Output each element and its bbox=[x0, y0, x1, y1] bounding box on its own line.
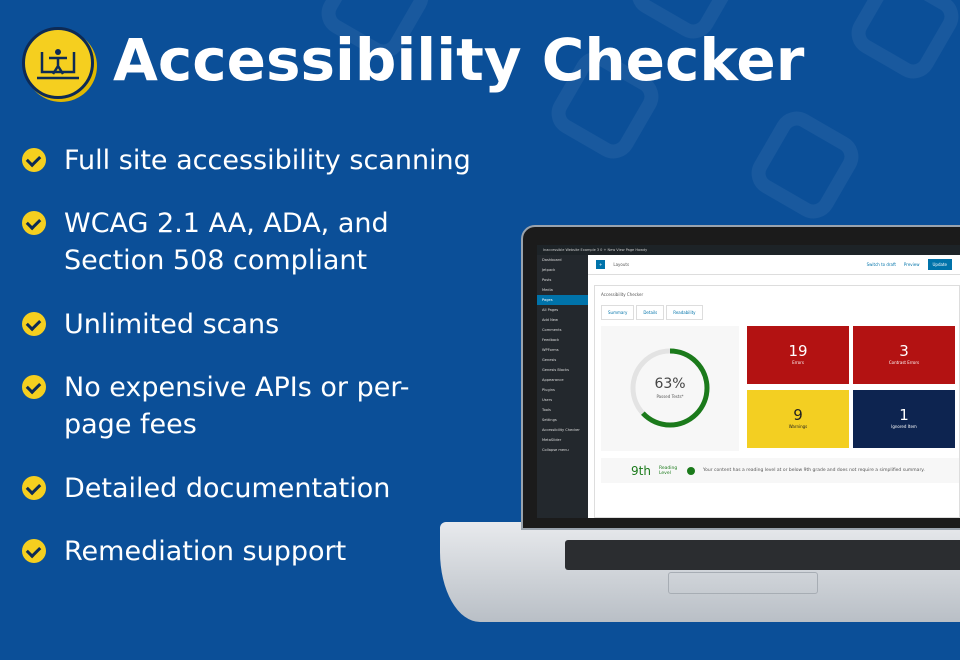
check-icon bbox=[22, 539, 46, 563]
admin-bar: Inaccessible Website Example 3 0 + New V… bbox=[537, 245, 960, 255]
sidebar-item[interactable]: Jetpack bbox=[542, 268, 556, 272]
laptop-keyboard bbox=[565, 540, 960, 570]
sidebar-item[interactable]: Genesis Blocks bbox=[542, 368, 569, 372]
sidebar-item[interactable]: Genesis bbox=[542, 358, 557, 362]
sidebar-item[interactable]: Tools bbox=[542, 408, 551, 412]
add-block-button[interactable]: + bbox=[596, 260, 606, 269]
update-button[interactable]: Update bbox=[927, 259, 952, 270]
sidebar-item[interactable]: Accessibility Checker bbox=[542, 428, 580, 432]
sidebar-item[interactable]: Media bbox=[542, 288, 553, 292]
check-icon bbox=[22, 312, 46, 336]
reading-level-bar: 9th Reading Level Your content has a rea… bbox=[601, 458, 959, 483]
tab-details[interactable]: Details bbox=[636, 305, 665, 320]
sidebar-item[interactable]: Comments bbox=[542, 328, 562, 332]
check-circle-icon bbox=[686, 466, 695, 475]
layouts-button[interactable]: Layouts bbox=[613, 262, 630, 267]
hex-decoration bbox=[843, 0, 960, 87]
sidebar-item[interactable]: Users bbox=[542, 398, 553, 402]
accessibility-logo-icon bbox=[22, 27, 94, 99]
sidebar-item[interactable]: Posts bbox=[542, 278, 552, 282]
laptop-trackpad bbox=[668, 572, 818, 594]
laptop-screen: Inaccessible Website Example 3 0 + New V… bbox=[537, 245, 960, 518]
editor-toolbar: + Layouts Switch to draft Preview Update bbox=[588, 255, 960, 275]
passed-percent: 63% bbox=[654, 376, 686, 392]
sidebar-item[interactable]: Pages bbox=[537, 295, 588, 305]
reading-grade: 9th bbox=[631, 463, 651, 478]
sidebar-item[interactable]: Settings bbox=[542, 418, 557, 422]
feature-item: Unlimited scans bbox=[22, 306, 279, 343]
reading-label: Reading Level bbox=[658, 465, 678, 476]
panel-title: Accessibility Checker bbox=[601, 292, 644, 297]
sidebar-item[interactable]: Feedback bbox=[542, 338, 560, 342]
sidebar-item[interactable]: MetaSlider bbox=[542, 438, 562, 442]
tab-readability[interactable]: Readability bbox=[666, 305, 703, 320]
page-title: Accessibility Checker bbox=[113, 26, 805, 94]
feature-item: Remediation support bbox=[22, 533, 346, 570]
switch-draft-link[interactable]: Switch to draft bbox=[866, 262, 896, 267]
reading-message: Your content has a reading level at or b… bbox=[702, 468, 925, 473]
sidebar-item[interactable]: Add New bbox=[542, 318, 558, 322]
feature-item: Full site accessibility scanning bbox=[22, 142, 471, 179]
feature-item: Detailed documentation bbox=[22, 470, 390, 507]
sidebar-item[interactable]: Appearance bbox=[542, 378, 564, 382]
editor-main: + Layouts Switch to draft Preview Update… bbox=[588, 255, 960, 518]
passed-label: Passed Tests* bbox=[656, 394, 684, 399]
sidebar-item[interactable]: Dashboard bbox=[542, 258, 562, 262]
accessibility-checker-panel: Accessibility Checker Summary Details Re… bbox=[594, 285, 960, 518]
feature-item: No expensive APIs or per-page fees bbox=[22, 369, 422, 443]
sidebar-item[interactable]: Plugins bbox=[542, 388, 555, 392]
preview-link[interactable]: Preview bbox=[903, 262, 920, 267]
sidebar-item[interactable]: Collapse menu bbox=[542, 448, 569, 452]
passed-tests-gauge: 63% Passed Tests* bbox=[601, 326, 739, 451]
tab-summary[interactable]: Summary bbox=[601, 305, 635, 320]
check-icon bbox=[22, 148, 46, 172]
sidebar-item[interactable]: WPForms bbox=[542, 348, 559, 352]
check-icon bbox=[22, 375, 46, 399]
sidebar-item[interactable]: All Pages bbox=[542, 308, 559, 312]
check-icon bbox=[22, 476, 46, 500]
check-icon bbox=[22, 211, 46, 235]
hex-decoration bbox=[743, 103, 867, 227]
feature-item: WCAG 2.1 AA, ADA, and Section 508 compli… bbox=[22, 205, 462, 279]
